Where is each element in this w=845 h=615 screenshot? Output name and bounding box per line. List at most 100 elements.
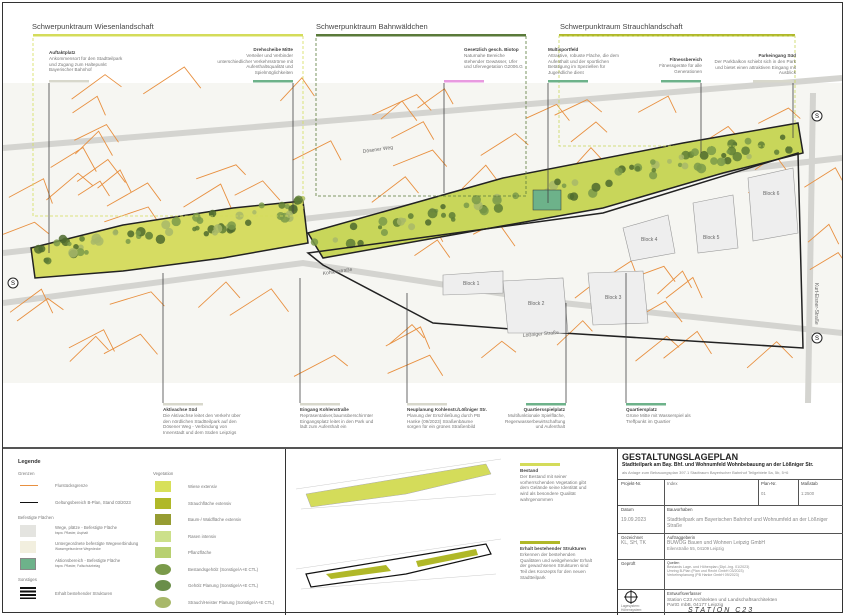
tree	[407, 213, 414, 219]
swatch-secondary-path	[20, 541, 36, 553]
north-arrow-icon	[624, 590, 638, 604]
parcel-line	[637, 95, 677, 114]
legend-item: Flurstücksgrenze	[55, 483, 88, 488]
tree	[252, 210, 257, 215]
parcel-line	[635, 335, 680, 362]
tree	[194, 225, 200, 231]
tree	[440, 212, 447, 218]
parcel-line	[68, 329, 115, 352]
legend-item: Wiese extensiv	[188, 484, 217, 489]
parcel-line-symbol	[20, 485, 38, 486]
parcel-line	[234, 180, 281, 201]
swatch-action-area	[20, 558, 36, 570]
tree	[378, 216, 388, 226]
title-block: GESTALTUNGSLAGEPLAN Stadtteilpark am Bay…	[617, 449, 843, 615]
legend-item: Strauchfläche extensiv	[188, 500, 232, 506]
parcel-line	[414, 239, 451, 258]
plan-annex: als Anlage zum Bebauungsplan 397.1 Stadt…	[622, 470, 789, 475]
block-2	[502, 277, 569, 334]
swatch-vegetation	[155, 497, 171, 509]
author-label: Entwurfsverfasser	[667, 591, 702, 596]
system-labels: Lagesystem:Höhensystem:	[621, 604, 643, 612]
tree	[634, 165, 641, 172]
parcel-line	[106, 182, 162, 207]
plan-no: Plan-Nr.01	[761, 481, 777, 496]
block-3	[587, 270, 649, 326]
tree	[427, 208, 438, 219]
swatch-vegetation	[155, 530, 171, 542]
parcel-line	[554, 99, 603, 116]
legend: Legende Grenzen Flurstücksgrenze Geltung…	[3, 449, 286, 615]
tree	[401, 217, 407, 223]
tree	[721, 152, 727, 159]
legend-title: Legende	[18, 459, 41, 465]
parcel-line	[392, 149, 448, 167]
index-label: Index	[667, 481, 678, 486]
tree	[213, 224, 223, 233]
tree	[378, 225, 383, 230]
tree	[677, 162, 683, 168]
parcel-line	[371, 176, 419, 203]
tree	[724, 156, 732, 165]
swatch-vegetation	[155, 596, 171, 608]
parcel-line	[389, 323, 425, 345]
tree	[710, 157, 718, 165]
legend-item: Geltungsbereich B-Plan, Stand 03/2023	[55, 500, 131, 505]
swatch-vegetation	[155, 481, 171, 492]
tree	[492, 195, 502, 205]
parcel-line	[229, 288, 289, 316]
swatch-vegetation	[155, 547, 171, 558]
tree	[554, 178, 561, 186]
legend-item: Pflanzfläche	[188, 550, 212, 555]
parcel-line	[9, 288, 54, 314]
tree	[629, 164, 635, 170]
parcel-line	[97, 169, 132, 193]
tree	[345, 238, 356, 249]
parcel-line	[746, 341, 793, 369]
tree	[650, 159, 656, 165]
parcel-line	[481, 340, 517, 359]
plan-title: GESTALTUNGSLAGEPLAN	[622, 452, 739, 462]
block-label: Block 3	[605, 295, 622, 301]
tree	[278, 201, 286, 209]
swatch-existing-structures	[20, 587, 36, 599]
tree	[706, 145, 717, 156]
street-label: Kurt-Eisner-Straße	[813, 283, 819, 325]
parcel-line	[372, 94, 432, 116]
parcel-line	[665, 276, 703, 299]
erhalt-color-bar	[520, 541, 560, 544]
tree	[471, 195, 481, 205]
station-c23-logo: STATION C23	[688, 607, 755, 614]
tree	[785, 146, 793, 154]
multisport-field	[532, 189, 562, 211]
tree	[493, 203, 504, 213]
parcel-line	[663, 330, 712, 359]
parcel-line	[758, 107, 801, 124]
legend-item: Strauch/Heister Planung (Sonstige/A+E CT…	[188, 599, 275, 605]
tree	[614, 167, 623, 176]
tree	[208, 209, 217, 218]
tree	[127, 230, 135, 238]
tree	[681, 162, 689, 170]
svg-text:S: S	[815, 336, 819, 342]
tree	[408, 223, 416, 231]
tree	[161, 220, 171, 230]
bestand-color-bar	[520, 463, 560, 466]
callout-color-bars	[49, 80, 793, 406]
tree	[678, 154, 685, 160]
tree	[691, 148, 699, 157]
tree	[332, 237, 339, 243]
parcel-line	[387, 354, 444, 376]
concept-thumbnails	[295, 458, 502, 590]
parcel-line	[77, 180, 110, 197]
block-6	[747, 167, 799, 242]
